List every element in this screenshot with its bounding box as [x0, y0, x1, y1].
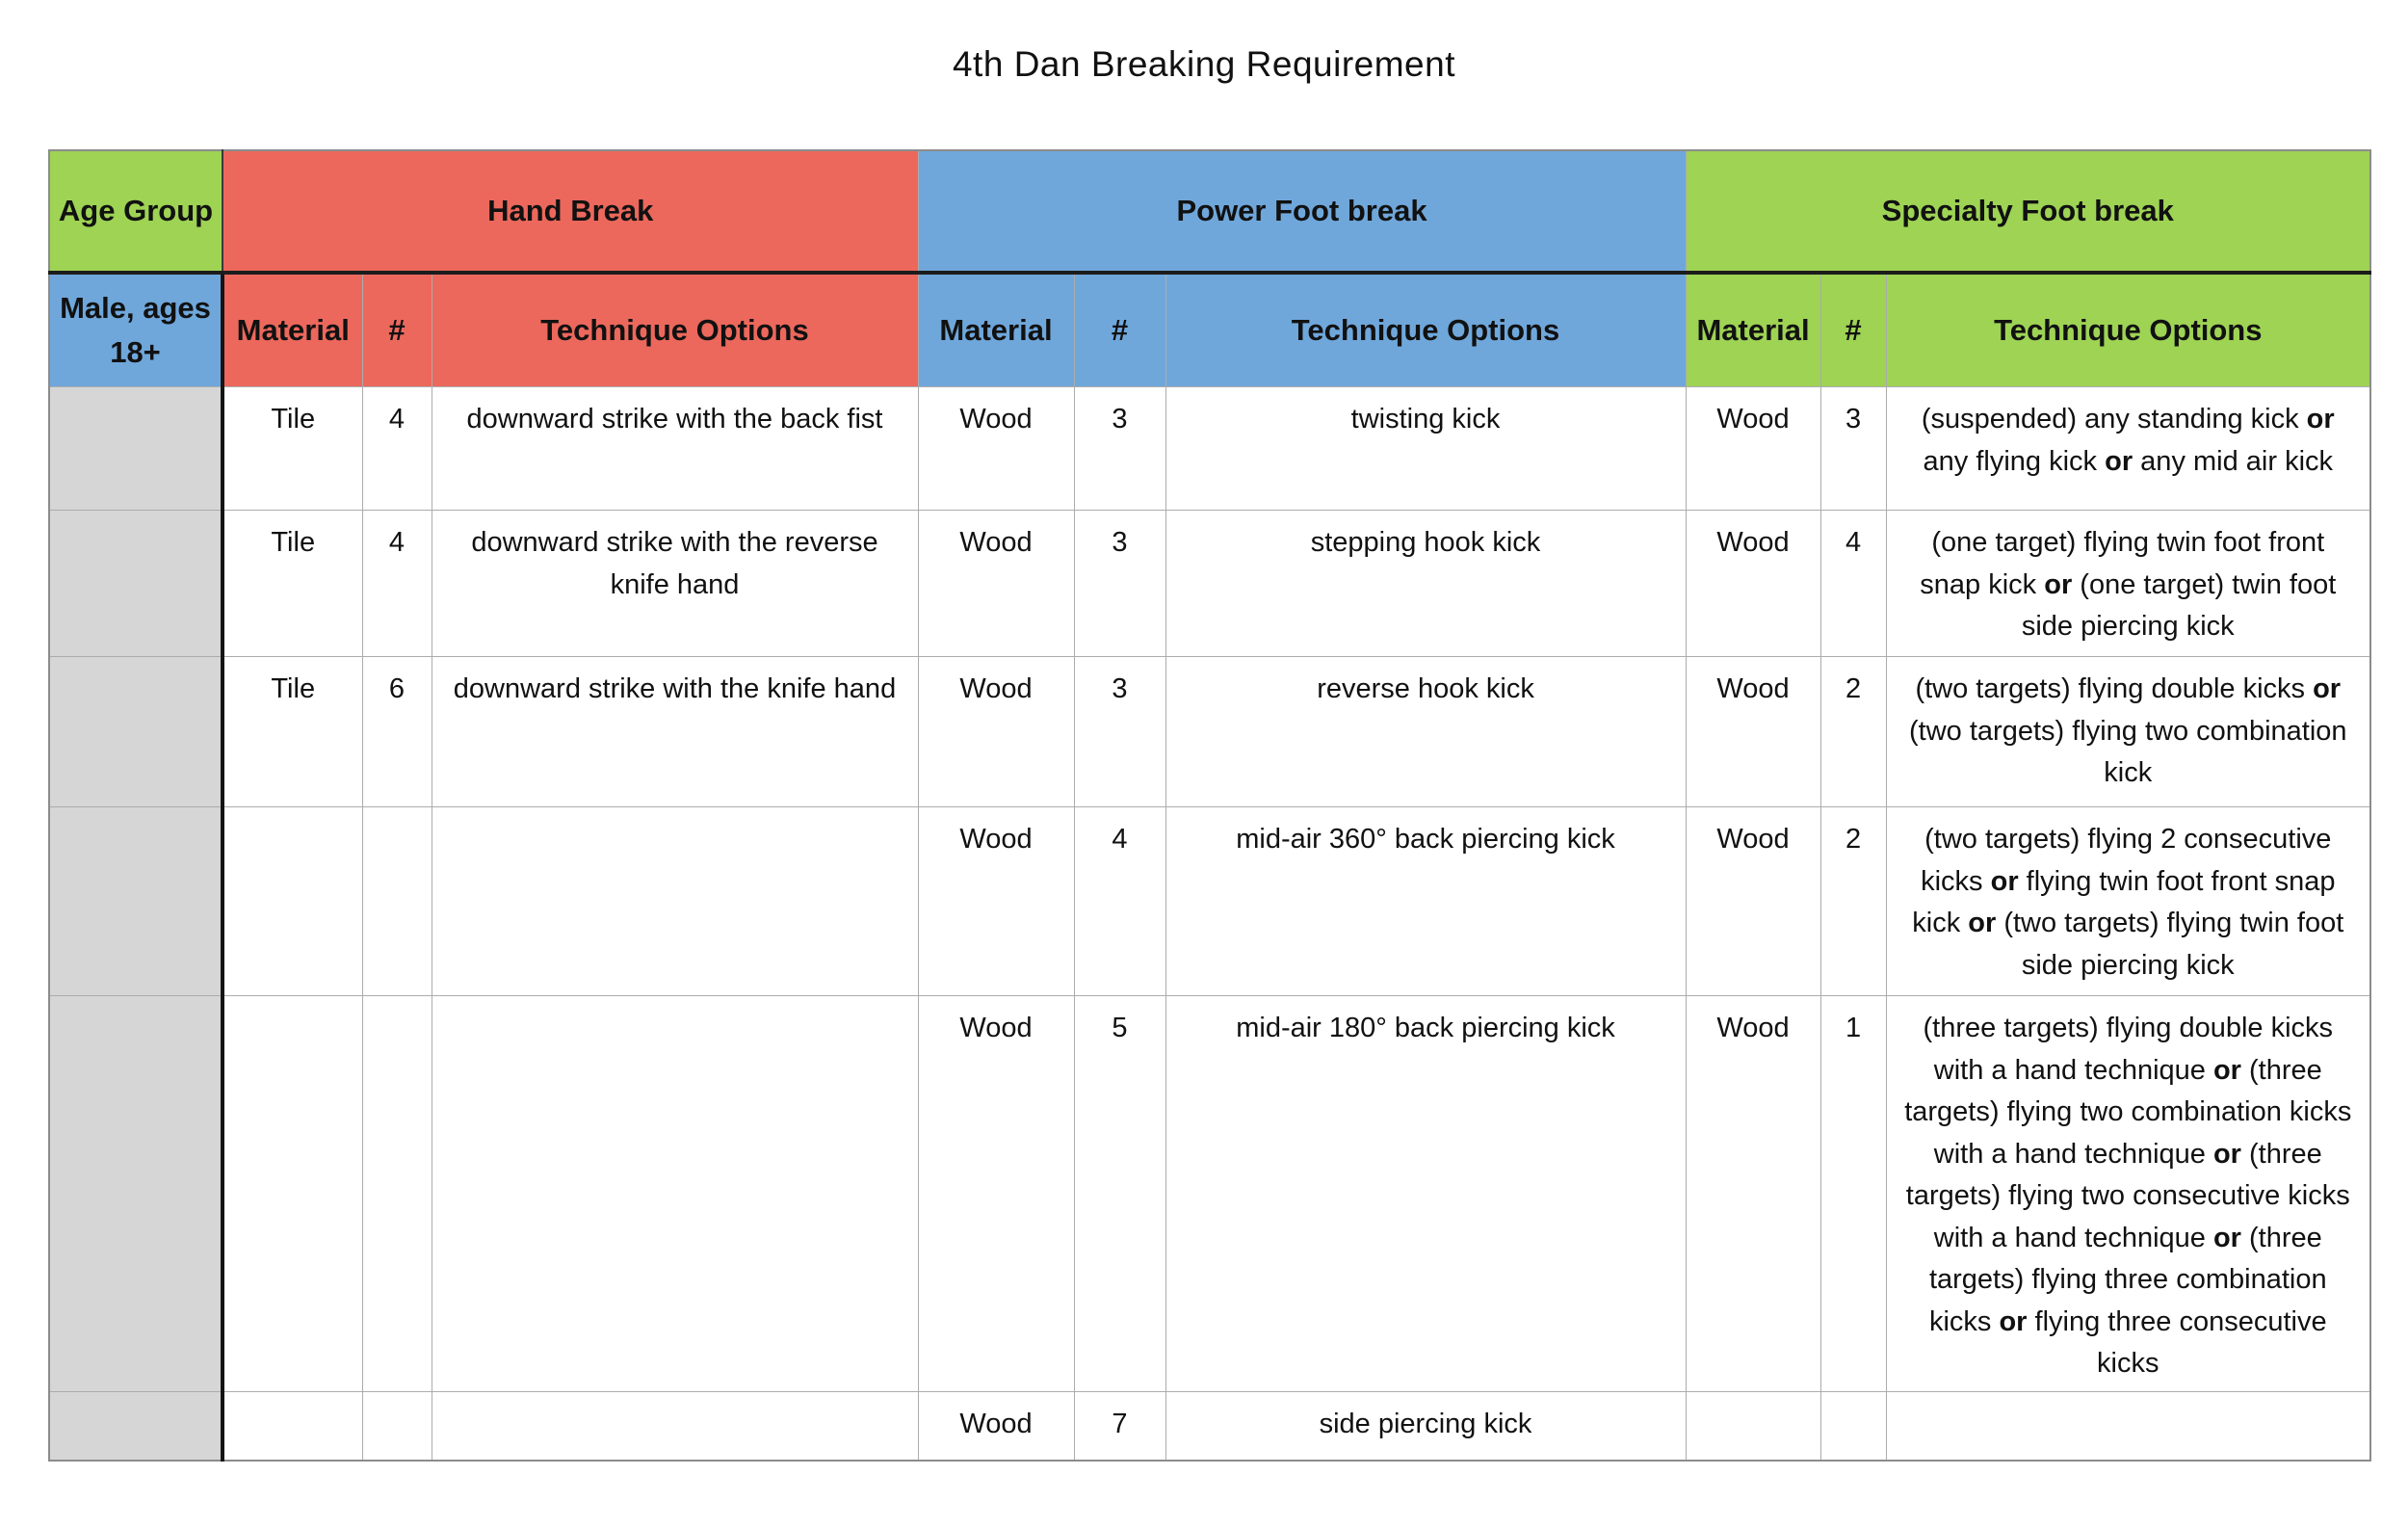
specialty-count-cell: 2: [1819, 656, 1887, 807]
hand-count-cell: 4: [361, 510, 432, 657]
age-group-header: Age Group: [48, 149, 223, 275]
power-material-cell: Wood: [917, 1390, 1075, 1462]
specialty-count-cell: 3: [1819, 386, 1887, 511]
specialty-technique-header: Technique Options: [1885, 272, 2371, 387]
hand-count-cell: 4: [361, 386, 432, 511]
specialty-technique-cell: (three targets) flying double kicks with…: [1885, 995, 2371, 1392]
power-count-cell: 3: [1073, 656, 1166, 807]
specialty-technique-cell: (two targets) flying 2 consecutive kicks…: [1885, 806, 2371, 996]
hand-technique-cell: downward strike with the knife hand: [431, 656, 919, 807]
specialty-material-header: Material: [1685, 272, 1821, 387]
power-material-header: Material: [917, 272, 1075, 387]
hand-technique-cell: downward strike with the reverse knife h…: [431, 510, 919, 657]
age-group-cell: [48, 510, 224, 657]
power-material-cell: Wood: [917, 510, 1075, 657]
hand-count-cell: 6: [361, 656, 432, 807]
hand-material-cell: [222, 806, 363, 996]
table-row: Wood 4 mid-air 360° back piercing kick W…: [48, 806, 2371, 996]
hand-count-header: #: [361, 272, 432, 387]
breaking-requirement-table: Age Group Hand Break Power Foot break Sp…: [48, 149, 2372, 1462]
power-count-cell: 3: [1073, 510, 1166, 657]
power-technique-cell: stepping hook kick: [1165, 510, 1687, 657]
section-header-hand-break: Hand Break: [222, 149, 919, 275]
hand-technique-cell: downward strike with the back fist: [431, 386, 919, 511]
age-group-cell: [48, 1390, 224, 1462]
hand-technique-cell: [431, 806, 919, 996]
age-group-cell: [48, 656, 224, 807]
hand-material-header: Material: [222, 272, 363, 387]
power-material-cell: Wood: [917, 656, 1075, 807]
row-group-label: Male, ages 18+: [48, 272, 224, 387]
age-group-cell: [48, 806, 224, 996]
power-technique-cell: reverse hook kick: [1165, 656, 1687, 807]
hand-count-cell: [361, 995, 432, 1392]
hand-material-cell: Tile: [222, 386, 363, 511]
hand-material-cell: [222, 995, 363, 1392]
power-technique-cell: twisting kick: [1165, 386, 1687, 511]
specialty-material-cell: Wood: [1685, 995, 1821, 1392]
power-technique-cell: side piercing kick: [1165, 1390, 1687, 1462]
hand-technique-cell: [431, 1390, 919, 1462]
hand-count-cell: [361, 1390, 432, 1462]
specialty-count-cell: 4: [1819, 510, 1887, 657]
specialty-technique-cell: (two targets) flying double kicks or (tw…: [1885, 656, 2371, 807]
table-row: Wood 5 mid-air 180° back piercing kick W…: [48, 995, 2371, 1392]
specialty-count-cell: [1819, 1390, 1887, 1462]
specialty-count-cell: 1: [1819, 995, 1887, 1392]
power-count-header: #: [1073, 272, 1166, 387]
table-row: Tile 4 downward strike with the reverse …: [48, 510, 2371, 657]
power-technique-cell: mid-air 360° back piercing kick: [1165, 806, 1687, 996]
power-count-cell: 7: [1073, 1390, 1166, 1462]
table-row: Wood 7 side piercing kick: [48, 1390, 2371, 1462]
column-header-row: Male, ages 18+ Material # Technique Opti…: [48, 272, 2371, 387]
specialty-material-cell: Wood: [1685, 386, 1821, 511]
table-row: Tile 6 downward strike with the knife ha…: [48, 656, 2371, 807]
hand-material-cell: Tile: [222, 510, 363, 657]
specialty-count-header: #: [1819, 272, 1887, 387]
section-header-power-foot-break: Power Foot break: [917, 149, 1687, 275]
power-material-cell: Wood: [917, 386, 1075, 511]
power-material-cell: Wood: [917, 806, 1075, 996]
section-header-row: Age Group Hand Break Power Foot break Sp…: [48, 149, 2371, 275]
hand-material-cell: [222, 1390, 363, 1462]
specialty-material-cell: Wood: [1685, 510, 1821, 657]
page-title: 4th Dan Breaking Requirement: [952, 44, 1455, 84]
section-header-specialty-foot-break: Specialty Foot break: [1685, 149, 2371, 275]
power-count-cell: 4: [1073, 806, 1166, 996]
power-count-cell: 5: [1073, 995, 1166, 1392]
power-technique-header: Technique Options: [1165, 272, 1687, 387]
specialty-technique-cell: (suspended) any standing kick or any fly…: [1885, 386, 2371, 511]
hand-technique-cell: [431, 995, 919, 1392]
specialty-technique-cell: [1885, 1390, 2371, 1462]
specialty-material-cell: Wood: [1685, 656, 1821, 807]
specialty-technique-cell: (one target) flying twin foot front snap…: [1885, 510, 2371, 657]
power-material-cell: Wood: [917, 995, 1075, 1392]
power-technique-cell: mid-air 180° back piercing kick: [1165, 995, 1687, 1392]
specialty-material-cell: Wood: [1685, 806, 1821, 996]
power-count-cell: 3: [1073, 386, 1166, 511]
specialty-count-cell: 2: [1819, 806, 1887, 996]
age-group-cell: [48, 386, 224, 511]
hand-material-cell: Tile: [222, 656, 363, 807]
specialty-material-cell: [1685, 1390, 1821, 1462]
table-row: Tile 4 downward strike with the back fis…: [48, 386, 2371, 511]
hand-technique-header: Technique Options: [431, 272, 919, 387]
hand-count-cell: [361, 806, 432, 996]
age-group-cell: [48, 995, 224, 1392]
